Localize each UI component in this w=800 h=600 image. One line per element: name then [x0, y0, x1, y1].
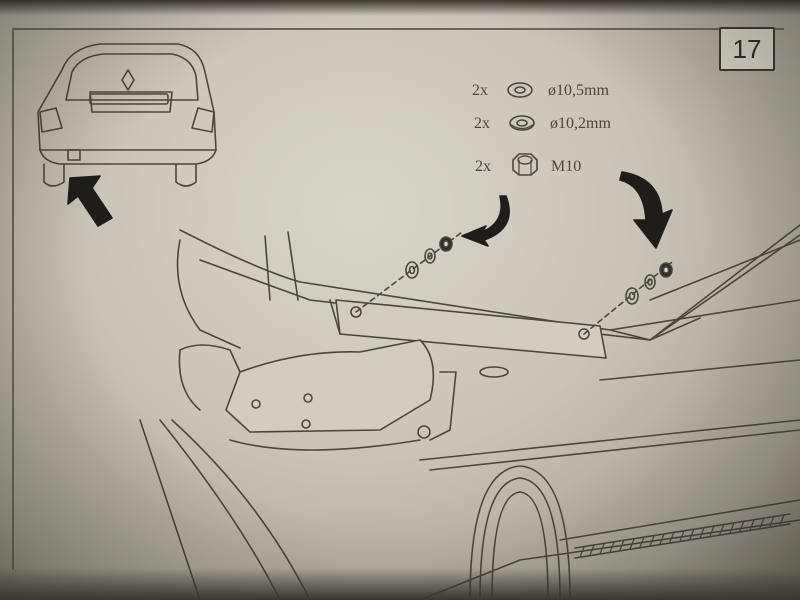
pointer-arrow-icon: [67, 175, 113, 227]
curved-arrow-left-icon: [461, 195, 510, 247]
hardware-spec: ø10,2mm: [550, 115, 611, 132]
curved-arrow-right-icon: [619, 171, 673, 249]
hardware-qty: 2x: [474, 115, 490, 132]
car-rear-view-icon: [37, 43, 217, 187]
hardware-spec: ø10,5mm: [548, 82, 609, 99]
hardware-qty: 2x: [475, 158, 491, 175]
top-shadow: [0, 0, 800, 16]
hardware-spec: M10: [551, 158, 582, 175]
hardware-qty: 2x: [472, 82, 488, 99]
bottom-shadow: [0, 568, 800, 600]
step-number: 17: [719, 27, 775, 71]
spring-washer-icon: [509, 115, 535, 131]
hex-nut-icon: [512, 153, 538, 176]
flat-washer-icon: [507, 82, 533, 98]
page-frame: [12, 28, 784, 570]
